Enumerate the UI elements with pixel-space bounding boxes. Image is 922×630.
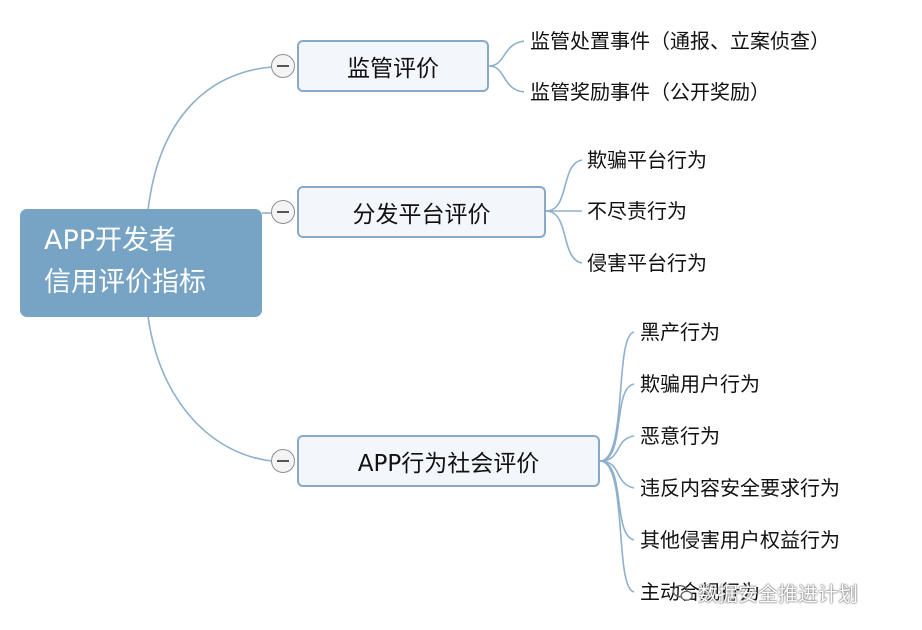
root-to-supervision-connector [147,66,273,211]
branch-supervision-label: 监管评价 [347,56,439,82]
leaf-social-2[interactable]: 欺骗用户行为 [640,372,760,396]
root-node[interactable]: APP开发者 信用评价指标 [20,209,262,317]
leaf-social-5[interactable]: 其他侵害用户权益行为 [640,528,840,552]
root-title-line2: 信用评价指标 [44,267,206,298]
leaf-social-3[interactable]: 恶意行为 [640,424,720,448]
leaf-social-6[interactable]: 主动合规行为 [640,580,760,604]
leaf-social-1[interactable]: 黑产行为 [640,320,720,344]
branch-social-label: APP行为社会评价 [357,451,540,477]
leaf-platform-2[interactable]: 不尽责行为 [587,199,687,223]
root-title-line1: APP开发者 [44,225,177,256]
supervision-leaf-connector-2 [488,65,525,93]
collapse-platform-icon[interactable] [271,200,295,224]
collapse-supervision-icon[interactable] [271,54,295,78]
watermark-text: 数据安全推进计划 [698,582,858,606]
watermark: 数据安全推进计划 [672,578,858,607]
collapse-social-icon[interactable] [271,449,295,473]
social-leaf-connector-1 [599,331,635,462]
root-to-social-connector [147,315,273,462]
social-leaf-connector-6 [599,460,635,593]
platform-leaf-connector-1 [545,159,583,212]
social-leaf-connector-4 [599,460,635,489]
leaf-platform-3[interactable]: 侵害平台行为 [587,251,707,275]
branch-platform-evaluation[interactable]: 分发平台评价 [297,186,546,238]
leaf-supervision-2[interactable]: 监管奖励事件（公开奖励） [530,80,770,104]
platform-leaf-connector-3 [545,210,583,264]
leaf-platform-1[interactable]: 欺骗平台行为 [587,148,707,172]
leaf-social-4[interactable]: 违反内容安全要求行为 [640,476,840,500]
social-leaf-connector-3 [599,435,635,462]
leaf-supervision-1[interactable]: 监管处置事件（通报、立案侦查） [530,29,830,53]
supervision-leaf-connector-1 [488,40,525,67]
branch-social-evaluation[interactable]: APP行为社会评价 [297,435,600,487]
social-leaf-connector-2 [599,383,635,462]
wechat-icon [672,584,693,601]
branch-platform-label: 分发平台评价 [352,202,491,228]
branch-supervision-evaluation[interactable]: 监管评价 [297,40,489,92]
